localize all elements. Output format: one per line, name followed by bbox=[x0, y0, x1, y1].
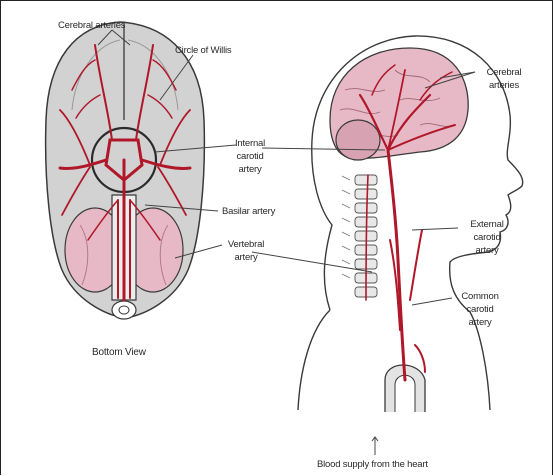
label-internal-carotid-artery: Internal carotid artery bbox=[222, 137, 278, 176]
label-cerebral-arteries-right: Cerebral arteries bbox=[476, 66, 532, 92]
label-basilar-artery: Basilar artery bbox=[222, 205, 275, 218]
label-blood-supply-from-heart: Blood supply from the heart bbox=[317, 458, 428, 471]
label-cerebral-arteries-left: Cerebral arteries bbox=[58, 19, 125, 32]
bottom-view-brain bbox=[46, 22, 205, 319]
label-external-carotid-artery: External carotid artery bbox=[459, 218, 515, 257]
label-bottom-view: Bottom View bbox=[92, 346, 146, 359]
label-vertebral-artery: Vertebral artery bbox=[219, 238, 273, 264]
label-circle-of-willis: Circle of Willis bbox=[175, 44, 231, 57]
label-common-carotid-artery: Common carotid artery bbox=[452, 290, 508, 329]
